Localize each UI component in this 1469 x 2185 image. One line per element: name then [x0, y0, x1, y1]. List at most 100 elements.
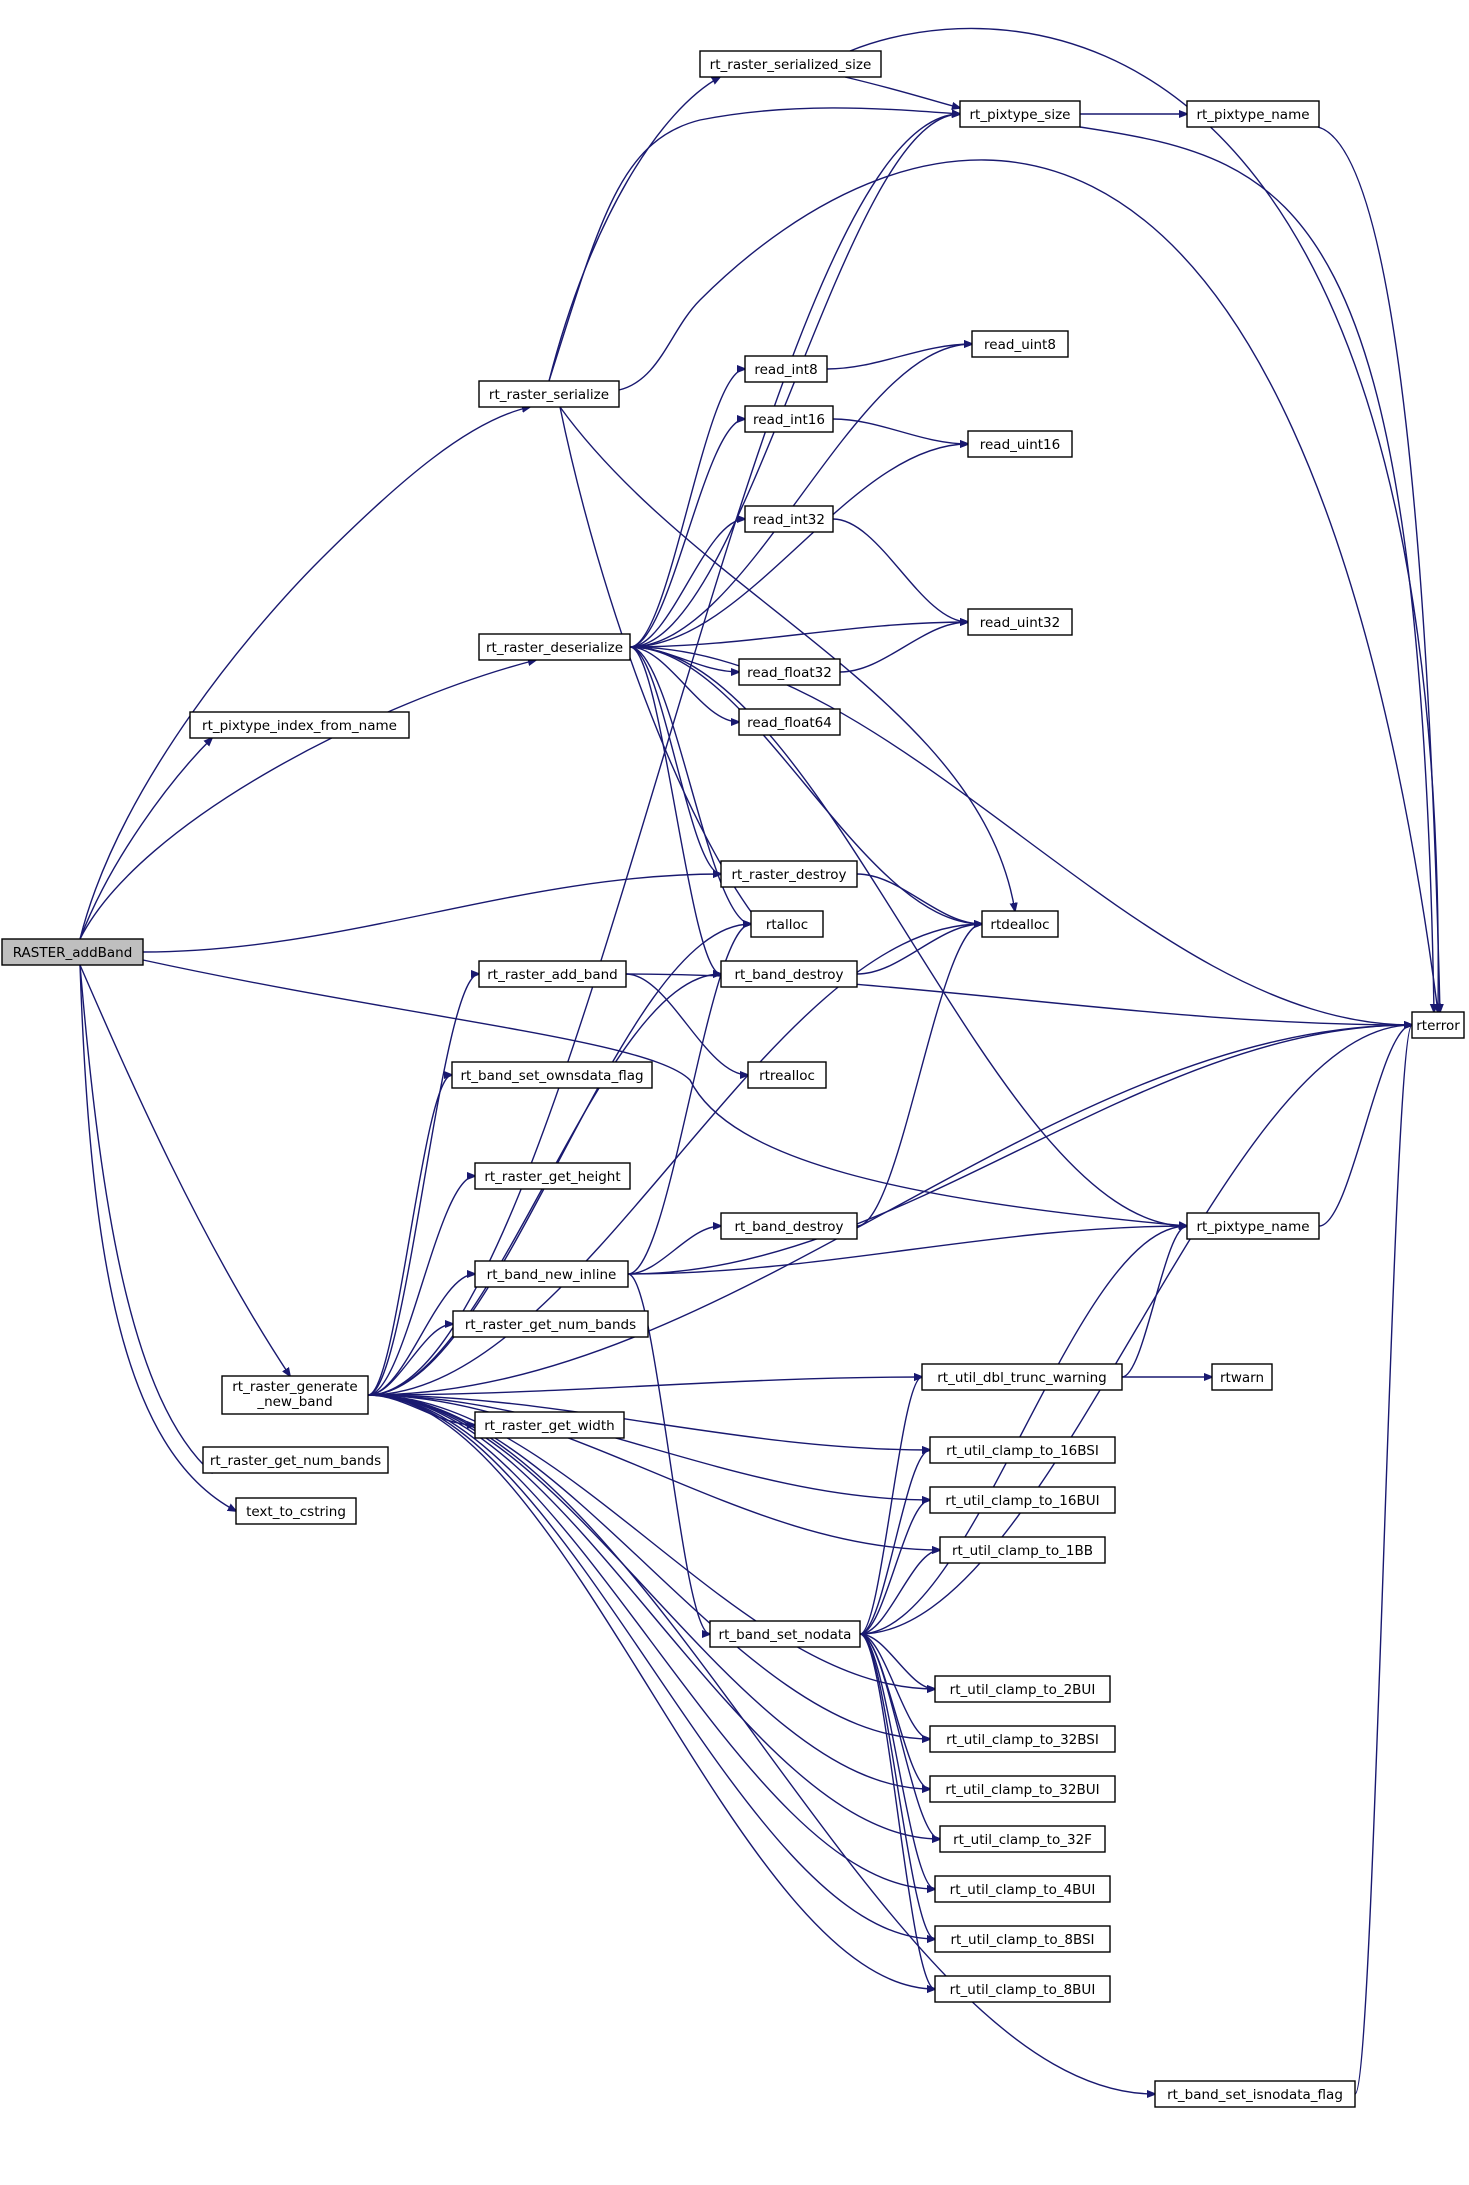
node-rt_raster_serialized_size[interactable]: rt_raster_serialized_size: [699, 50, 882, 78]
node-rt_raster_get_num_bands_1[interactable]: rt_raster_get_num_bands: [452, 1310, 649, 1338]
node-label: rt_util_dbl_trunc_warning: [937, 1370, 1107, 1386]
edge-rt_raster_serialize-to-rt_raster_serialized_size: [548, 77, 720, 382]
node-label: rtalloc: [766, 917, 808, 933]
node-read_float32[interactable]: read_float32: [738, 658, 841, 686]
node-label: rt_band_new_inline: [487, 1267, 617, 1283]
node-label: rtwarn: [1220, 1370, 1264, 1386]
edge-rt_raster_deserialize-to-rt_band_destroy_1: [629, 646, 721, 974]
node-rt_band_set_ownsdata_flag[interactable]: rt_band_set_ownsdata_flag: [451, 1061, 653, 1089]
node-read_uint16[interactable]: read_uint16: [967, 430, 1073, 458]
node-rt_pixtype_name_top[interactable]: rt_pixtype_name: [1186, 100, 1320, 128]
edge-rt_pixtype_name_top-to-rterror: [1317, 126, 1440, 1012]
node-box: [451, 1061, 653, 1089]
node-rt_util_clamp_to_1BB[interactable]: rt_util_clamp_to_1BB: [939, 1536, 1106, 1564]
node-box: [202, 1446, 389, 1474]
node-rt_raster_destroy[interactable]: rt_raster_destroy: [720, 860, 858, 888]
node-rt_util_clamp_to_8BUI[interactable]: rt_util_clamp_to_8BUI: [934, 1975, 1111, 2003]
node-label: rt_pixtype_name: [1196, 107, 1309, 123]
node-box: [720, 860, 858, 888]
node-rt_pixtype_size[interactable]: rt_pixtype_size: [959, 100, 1081, 128]
node-rt_raster_get_num_bands_2[interactable]: rt_raster_get_num_bands: [202, 1446, 389, 1474]
edge-rt_raster_generate_new_band-to-rt_util_clamp_to_16BUI: [367, 1394, 930, 1500]
edge-rt_raster_generate_new_band-to-rt_raster_get_num_bands_1: [367, 1324, 453, 1396]
node-label: rt_raster_serialized_size: [710, 57, 872, 73]
edge-rt_raster_generate_new_band-to-rt_util_clamp_to_8BSI: [367, 1394, 935, 1939]
node-layer: RASTER_addBand rt_pixtype_index_from_name…: [1, 50, 1465, 2108]
node-box: [929, 1725, 1116, 1753]
edge-rt_raster_deserialize-to-read_int16: [629, 419, 745, 648]
node-box: [744, 505, 834, 533]
node-box: [934, 1975, 1111, 2003]
node-rt_util_clamp_to_16BUI[interactable]: rt_util_clamp_to_16BUI: [929, 1486, 1116, 1514]
node-rt_util_clamp_to_8BSI[interactable]: rt_util_clamp_to_8BSI: [934, 1925, 1111, 1953]
node-rt_raster_get_width[interactable]: rt_raster_get_width: [474, 1411, 625, 1439]
node-rt_raster_serialize[interactable]: rt_raster_serialize: [478, 380, 620, 408]
node-rt_util_dbl_trunc_warning[interactable]: rt_util_dbl_trunc_warning: [921, 1363, 1123, 1391]
node-rt_pixtype_index_from_name[interactable]: rt_pixtype_index_from_name: [189, 711, 410, 739]
node-read_uint32[interactable]: read_uint32: [967, 608, 1073, 636]
node-rt_raster_add_band[interactable]: rt_raster_add_band: [478, 960, 627, 988]
edge-rt_raster_deserialize-to-read_uint8: [629, 344, 972, 648]
node-rt_band_destroy_2[interactable]: rt_band_destroy: [720, 1212, 858, 1240]
node-rtalloc[interactable]: rtalloc: [750, 910, 824, 938]
node-read_uint8[interactable]: read_uint8: [971, 330, 1069, 358]
node-rt_pixtype_name_mid[interactable]: rt_pixtype_name: [1186, 1212, 1320, 1240]
node-text_to_cstring[interactable]: text_to_cstring: [235, 1497, 357, 1525]
node-read_float64[interactable]: read_float64: [738, 708, 841, 736]
edge-rt_band_set_isnodata_flag-to-rterror: [1354, 1025, 1412, 2095]
edge-rt_pixtype_name_mid-to-rterror: [1318, 1025, 1412, 1227]
node-read_int32[interactable]: read_int32: [744, 505, 834, 533]
node-RASTER_addBand[interactable]: RASTER_addBand: [1, 938, 144, 966]
edge-rt_band_set_nodata-to-rt_util_dbl_trunc_warning: [859, 1377, 922, 1635]
node-rtdealloc[interactable]: rtdealloc: [981, 910, 1059, 938]
edge-rt_raster_deserialize-to-read_int8: [629, 369, 745, 648]
edge-rt_band_new_inline-to-rt_pixtype_name_mid: [627, 1226, 1187, 1275]
node-rt_band_destroy_1[interactable]: rt_band_destroy: [720, 960, 858, 988]
node-rt_band_new_inline[interactable]: rt_band_new_inline: [474, 1260, 629, 1288]
node-box: [929, 1436, 1116, 1464]
edge-rt_band_new_inline-to-rterror: [627, 1025, 1412, 1275]
edge-rt_util_dbl_trunc_warning-to-rt_pixtype_name_mid: [1121, 1226, 1187, 1378]
node-rt_util_clamp_to_32F[interactable]: rt_util_clamp_to_32F: [939, 1825, 1106, 1853]
node-rterror[interactable]: rterror: [1411, 1011, 1465, 1039]
node-rt_util_clamp_to_4BUI[interactable]: rt_util_clamp_to_4BUI: [934, 1875, 1111, 1903]
node-box: [452, 1310, 649, 1338]
node-rt_util_clamp_to_16BSI[interactable]: rt_util_clamp_to_16BSI: [929, 1436, 1116, 1464]
edge-rt_raster_deserialize-to-rt_raster_destroy: [629, 646, 721, 874]
node-rtrealloc[interactable]: rtrealloc: [747, 1061, 827, 1089]
node-label: rtrealloc: [759, 1068, 815, 1084]
node-box: [934, 1925, 1111, 1953]
node-read_int16[interactable]: read_int16: [744, 405, 834, 433]
edge-rt_raster_serialize-to-rtalloc: [559, 406, 760, 924]
edge-rt_raster_deserialize-to-rtdealloc: [629, 646, 982, 924]
edge-read_int32-to-read_uint32: [832, 518, 968, 622]
node-rt_util_clamp_to_2BUI[interactable]: rt_util_clamp_to_2BUI: [934, 1675, 1111, 1703]
node-rtwarn[interactable]: rtwarn: [1211, 1363, 1273, 1391]
node-label: rt_band_destroy: [734, 1219, 843, 1235]
node-rt_util_clamp_to_32BUI[interactable]: rt_util_clamp_to_32BUI: [929, 1775, 1116, 1803]
node-rt_raster_get_height[interactable]: rt_raster_get_height: [474, 1162, 631, 1190]
node-box: [221, 1375, 369, 1415]
edge-rt_raster_deserialize-to-read_uint32: [629, 622, 968, 648]
edge-RASTER_addBand-to-rt_raster_serialize: [79, 407, 530, 940]
node-label: RASTER_addBand: [13, 945, 133, 961]
node-box: [1186, 1212, 1320, 1240]
node-read_int8[interactable]: read_int8: [744, 355, 828, 383]
node-rt_band_set_nodata[interactable]: rt_band_set_nodata: [709, 1620, 861, 1648]
node-rt_band_set_isnodata_flag[interactable]: rt_band_set_isnodata_flag: [1154, 2080, 1356, 2108]
edge-rt_band_new_inline-to-rtalloc: [627, 924, 751, 1275]
node-rt_util_clamp_to_32BSI[interactable]: rt_util_clamp_to_32BSI: [929, 1725, 1116, 1753]
edge-rt_raster_generate_new_band-to-rt_raster_get_height: [367, 1176, 475, 1396]
node-label: rt_util_clamp_to_32BUI: [945, 1782, 1099, 1798]
node-rt_raster_generate_new_band[interactable]: rt_raster_generate_new_band: [221, 1375, 369, 1415]
edge-rt_band_destroy_1-to-rtdealloc: [856, 924, 982, 975]
node-rt_raster_deserialize[interactable]: rt_raster_deserialize: [478, 633, 631, 661]
edge-rt_raster_generate_new_band-to-rt_raster_add_band: [367, 974, 479, 1396]
node-label: rt_raster_add_band: [487, 967, 617, 983]
edge-rt_raster_generate_new_band-to-rt_util_clamp_to_32F: [367, 1394, 940, 1839]
edge-rt_raster_generate_new_band-to-rtdealloc: [367, 924, 982, 1396]
node-box: [929, 1486, 1116, 1514]
node-label: rt_util_clamp_to_16BUI: [945, 1493, 1099, 1509]
node-label: rt_raster_generate: [232, 1379, 358, 1395]
